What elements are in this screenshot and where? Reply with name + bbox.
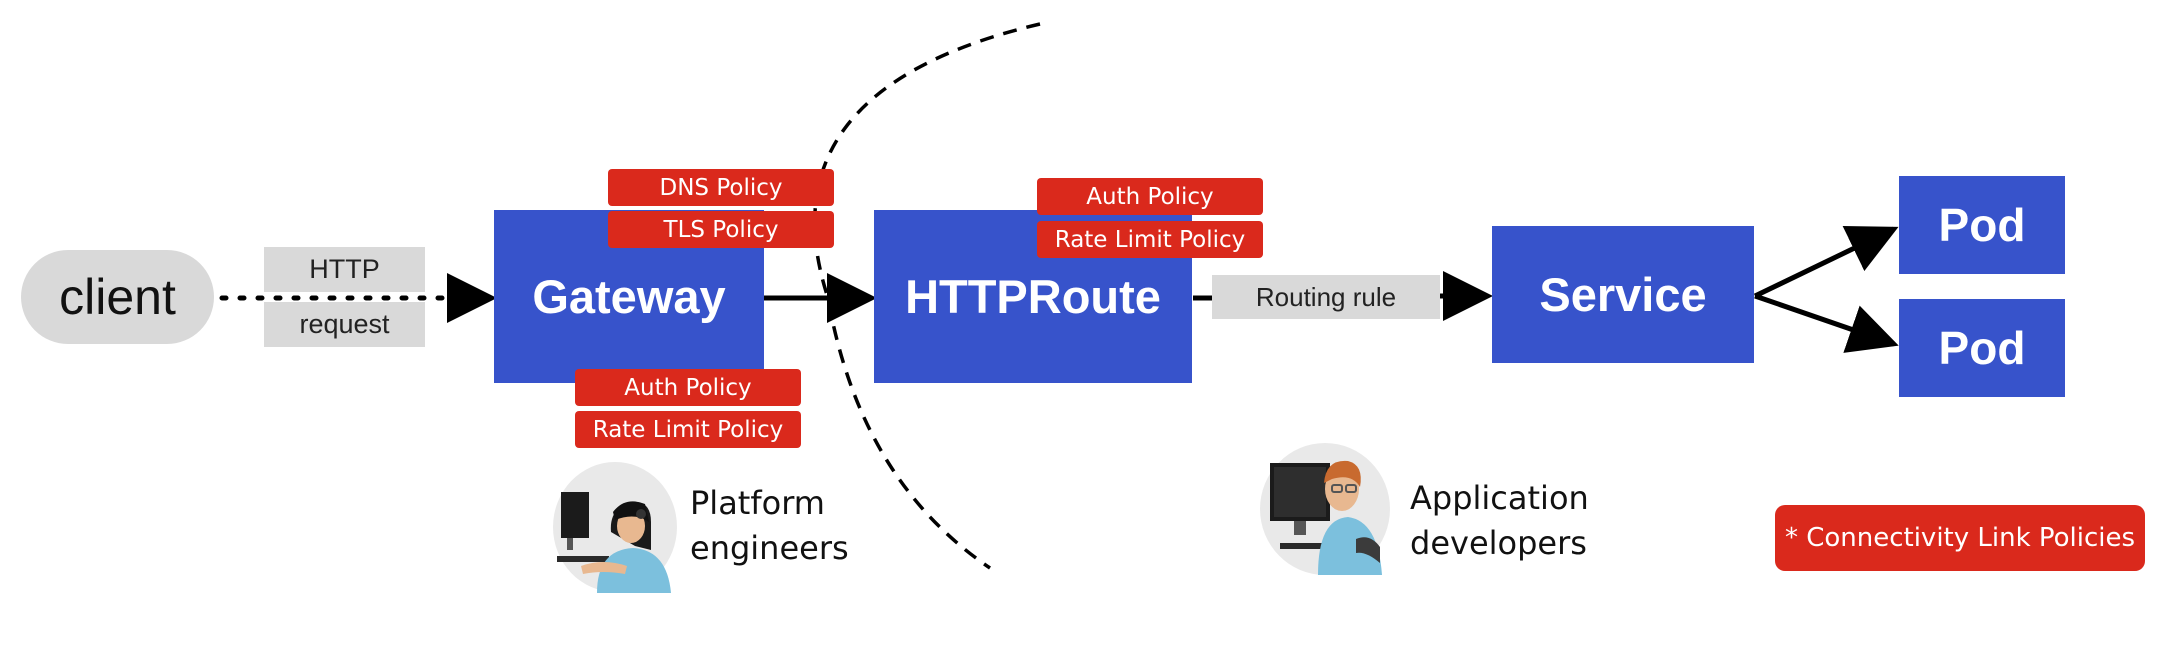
policy-badge: Auth Policy xyxy=(1037,178,1263,215)
platform-engineers-label: Platform engineers xyxy=(690,484,849,567)
platform-engineer-avatar xyxy=(553,462,678,593)
http-label-bottom: request xyxy=(264,302,425,347)
http-label-top: HTTP xyxy=(264,247,425,292)
policy-legend: * Connectivity Link Policies xyxy=(1775,505,2145,571)
service-to-pod1-arrow xyxy=(1753,226,1899,299)
policy-badge: TLS Policy xyxy=(608,211,834,248)
policy-badge: Rate Limit Policy xyxy=(575,411,801,448)
service-label: Service xyxy=(1539,268,1707,321)
pod-node-2: Pod xyxy=(1899,299,2065,397)
client-label: client xyxy=(59,269,176,325)
application-developer-avatar xyxy=(1260,443,1390,575)
application-developer-icon xyxy=(1260,443,1390,575)
client-node: client xyxy=(21,250,214,344)
routing-rule-label: Routing rule xyxy=(1212,275,1440,319)
policy-badge: Rate Limit Policy xyxy=(1037,221,1263,258)
service-to-pod2-arrow xyxy=(1754,293,1899,353)
httproute-label: HTTPRoute xyxy=(905,270,1161,323)
policy-badge: Auth Policy xyxy=(575,369,801,406)
service-node: Service xyxy=(1492,226,1754,363)
application-developers-label: Application developers xyxy=(1410,479,1589,562)
platform-engineer-icon xyxy=(553,462,677,593)
responsibility-boundary-arc xyxy=(813,22,1041,570)
policy-badge: DNS Policy xyxy=(608,169,834,206)
gateway-label: Gateway xyxy=(532,270,726,323)
pod-node-1: Pod xyxy=(1899,176,2065,274)
